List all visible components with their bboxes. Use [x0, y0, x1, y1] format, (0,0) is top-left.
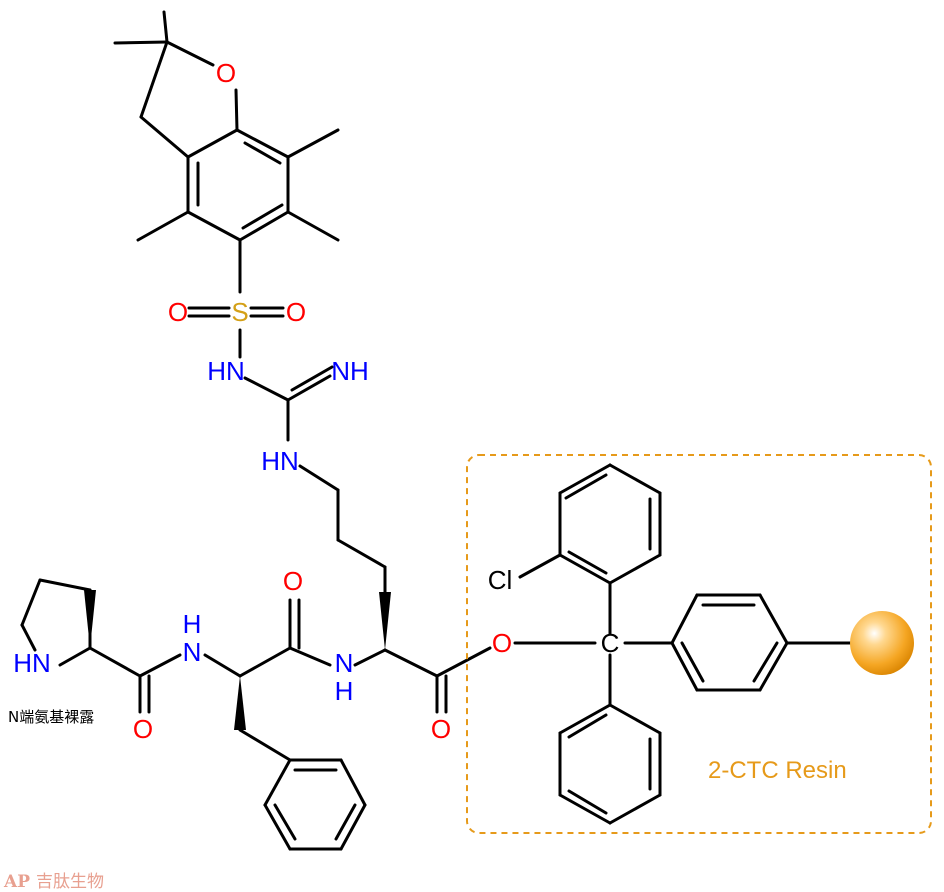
- watermark-logo: AP: [3, 872, 30, 892]
- pro-carbonyl-oxygen-label: O: [133, 714, 153, 744]
- resin-label: 2-CTC Resin: [708, 757, 847, 784]
- resin-bead: [850, 611, 914, 675]
- phe-amide-h-label: H: [183, 609, 202, 639]
- imine-nh-label: NH: [331, 356, 369, 386]
- sulfonamide-nh-label: HN: [207, 356, 245, 386]
- ring-oxygen-label: O: [216, 58, 236, 88]
- phe-carbonyl-oxygen-label: O: [283, 566, 303, 596]
- wedge-pro-alpha: [84, 590, 96, 648]
- sulfonyl-oxygen-left-label: O: [168, 297, 188, 327]
- wedge-phe-alpha: [234, 676, 246, 730]
- wedge-arg-alpha: [379, 592, 391, 650]
- proline-hn-label: HN: [13, 648, 51, 678]
- resin-region-box: [466, 454, 932, 834]
- stereo-wedges: [84, 590, 391, 730]
- n-terminal-note: N端氨基裸露: [8, 708, 94, 726]
- guanidine-hn-label: HN: [261, 446, 299, 476]
- ester-oxygen-label: O: [492, 628, 512, 658]
- watermark-text: 吉肽生物: [36, 872, 104, 892]
- arg-carbonyl-oxygen-label: O: [431, 714, 451, 744]
- arg-amide-n-label: N: [335, 648, 354, 678]
- sulfonyl-oxygen-right-label: O: [286, 297, 306, 327]
- chlorine-label: Cl: [488, 565, 513, 595]
- sulfur-label: S: [231, 297, 248, 327]
- phe-amide-n-label: N: [183, 637, 202, 667]
- trityl-carbon-label: C: [601, 628, 620, 658]
- watermark: AP 吉肽生物: [3, 872, 104, 892]
- arg-amide-h-label: H: [335, 676, 354, 706]
